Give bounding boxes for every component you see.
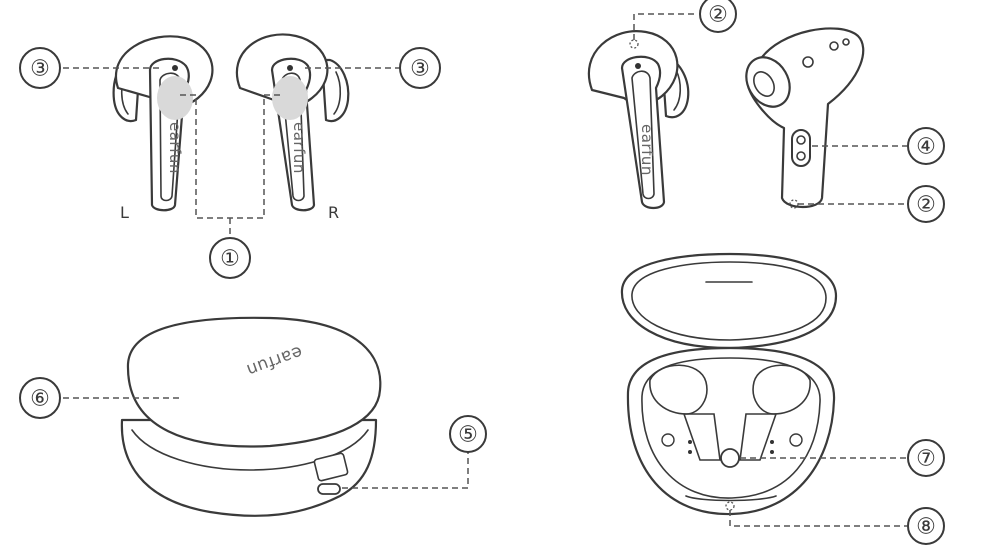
svg-text:②: ② [708, 3, 728, 28]
front-brand-text: earfun [638, 124, 656, 176]
svg-text:①: ① [220, 247, 240, 272]
svg-text:⑧: ⑧ [916, 515, 936, 540]
svg-text:⑤: ⑤ [458, 423, 478, 448]
svg-text:②: ② [916, 193, 936, 218]
usb-c-port [317, 483, 341, 495]
callout-pair-button: ⑦ [907, 439, 945, 477]
callout-touch-area: ① [209, 237, 251, 279]
callout-status-led-left: ③ [19, 47, 61, 89]
right-touch-area [272, 76, 308, 120]
right-status-led-icon [287, 65, 293, 71]
right-slot-marker [789, 433, 803, 447]
right-earbud: earfun R [235, 33, 350, 222]
earbud-side-view [745, 27, 865, 209]
callout-usb-c-port: ⑤ [449, 415, 487, 453]
earbud-front-view: earfun [587, 30, 690, 210]
callout-mic-bottom: ② [907, 185, 945, 223]
open-charging-case [620, 252, 838, 516]
left-touch-area [157, 76, 193, 120]
callout-charging-case: ⑥ [19, 377, 61, 419]
left-earbud: earfun L [112, 35, 214, 222]
left-side-label: L [120, 203, 129, 222]
case-led-marker [725, 501, 735, 511]
svg-text:⑦: ⑦ [916, 447, 936, 472]
left-brand-text: earfun [166, 122, 184, 174]
callout-status-led-right: ③ [399, 47, 441, 89]
callout-charging-contacts: ④ [907, 127, 945, 165]
svg-text:③: ③ [410, 57, 430, 82]
svg-text:⑥: ⑥ [30, 387, 50, 412]
pair-button [720, 448, 740, 468]
callout-mic-top: ② [699, 0, 737, 33]
svg-text:④: ④ [916, 135, 936, 160]
closed-charging-case: earfun [120, 316, 382, 517]
right-brand-text: earfun [290, 122, 308, 174]
callout-case-led: ⑧ [907, 507, 945, 545]
mic-top-marker [629, 39, 639, 49]
right-side-label: R [328, 203, 339, 222]
svg-text:③: ③ [30, 57, 50, 82]
left-status-led-icon [172, 65, 178, 71]
left-slot-marker [661, 433, 675, 447]
